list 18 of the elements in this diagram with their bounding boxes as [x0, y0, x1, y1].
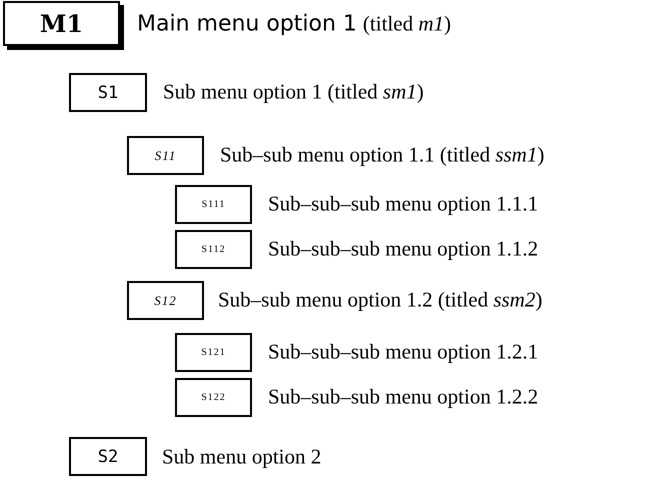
menu-description: Sub–sub–sub menu option 1.1.1 — [268, 192, 538, 216]
menu-box: S111 — [175, 185, 252, 224]
menu-description: Sub–sub menu option 1.2 (titled ssm2) — [218, 288, 542, 312]
menu-description: (titled m1) — [362, 12, 451, 36]
menu-description: Main menu option 1 — [137, 12, 357, 36]
menu-box: S121 — [175, 333, 252, 372]
menu-description: Sub–sub menu option 1.1 (titled ssm1) — [220, 142, 544, 168]
menu-box: S12 — [127, 281, 204, 320]
menu-box: S11 — [127, 136, 204, 175]
menu-box: S112 — [175, 230, 252, 269]
menu-box: S122 — [175, 378, 252, 417]
menu-description: Sub–sub–sub menu option 1.2.1 — [268, 340, 538, 364]
menu-description: Sub menu option 2 — [162, 444, 322, 470]
menu-description: Sub–sub–sub menu option 1.1.2 — [268, 236, 538, 262]
menu-description: Sub menu option 1 (titled sm1) — [163, 80, 424, 104]
menu-box: S2 — [69, 437, 147, 476]
menu-box: S1 — [69, 73, 147, 112]
menu-description: Sub–sub–sub menu option 1.2.2 — [268, 384, 538, 410]
